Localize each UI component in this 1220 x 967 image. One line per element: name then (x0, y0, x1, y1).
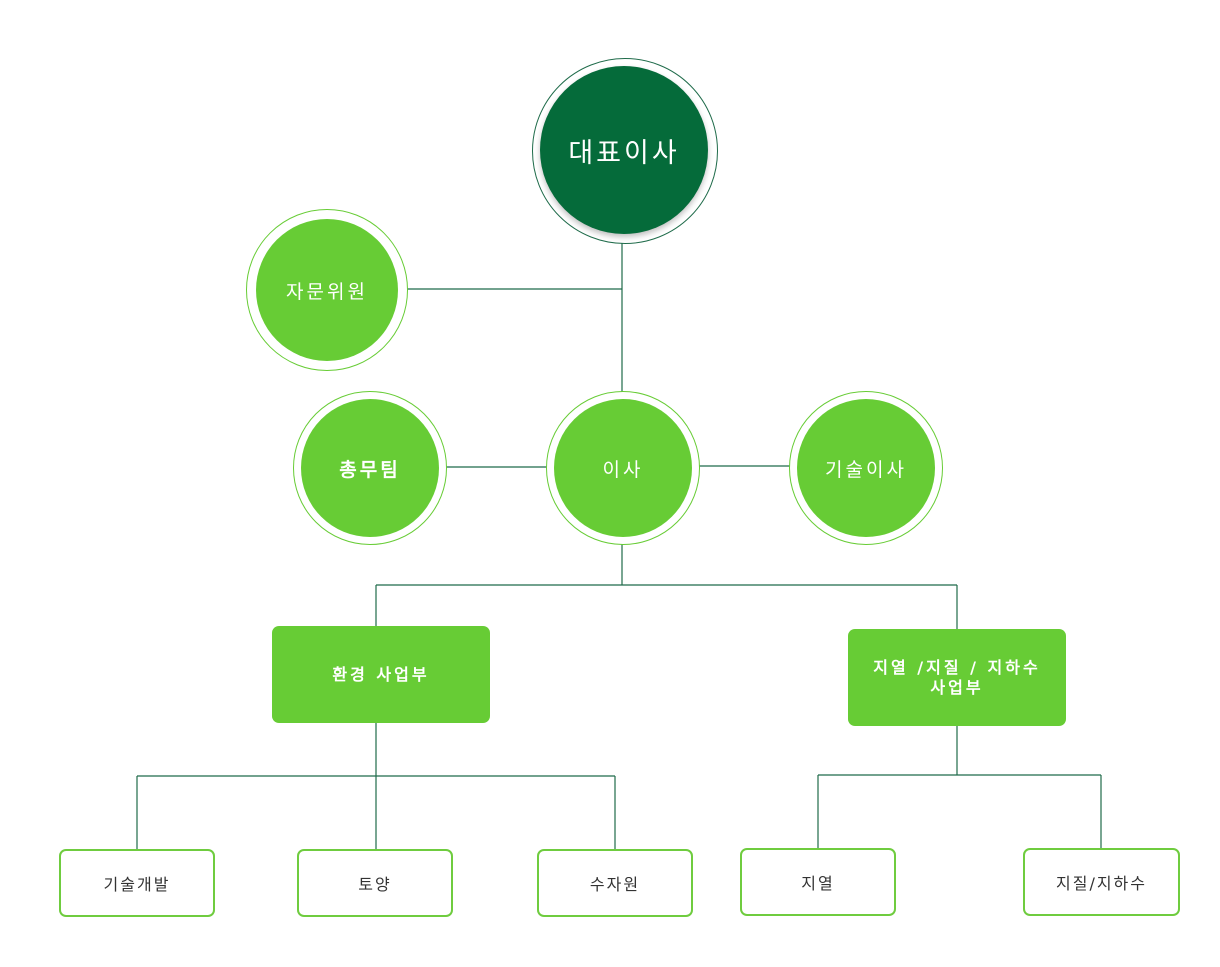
team-soil-box[interactable]: 토양 (297, 849, 453, 917)
environment-division-label: 환경 사업부 (332, 664, 430, 684)
advisor-node[interactable]: 자문위원 (256, 219, 398, 361)
ceo-label: 대표이사 (568, 137, 680, 169)
team-tech-dev-box[interactable]: 기술개발 (59, 849, 215, 917)
director-node[interactable]: 이사 (554, 399, 692, 537)
technical-director-label: 기술이사 (825, 458, 907, 481)
geothermal-division-label-line2: 사업부 (930, 677, 984, 697)
team-geothermal-box[interactable]: 지열 (740, 848, 896, 916)
team-tech-dev-label: 기술개발 (103, 875, 171, 894)
team-geology-groundwater-label: 지질/지하수 (1056, 874, 1147, 893)
environment-division-box[interactable]: 환경 사업부 (272, 626, 490, 723)
technical-director-node[interactable]: 기술이사 (797, 399, 935, 537)
director-label: 이사 (602, 458, 644, 481)
advisor-label: 자문위원 (286, 280, 368, 303)
team-water-box[interactable]: 수자원 (537, 849, 693, 917)
general-affairs-node[interactable]: 총무팀 (301, 399, 439, 537)
geothermal-division-box[interactable]: 지열 /지질 / 지하수 사업부 (848, 629, 1066, 726)
ceo-node[interactable]: 대표이사 (540, 66, 708, 234)
team-geology-groundwater-box[interactable]: 지질/지하수 (1023, 848, 1180, 916)
team-water-label: 수자원 (589, 875, 641, 894)
team-geothermal-label: 지열 (801, 874, 835, 893)
team-soil-label: 토양 (358, 875, 392, 894)
general-affairs-label: 총무팀 (339, 458, 401, 481)
geothermal-division-label-line1: 지열 /지질 / 지하수 (873, 658, 1041, 678)
